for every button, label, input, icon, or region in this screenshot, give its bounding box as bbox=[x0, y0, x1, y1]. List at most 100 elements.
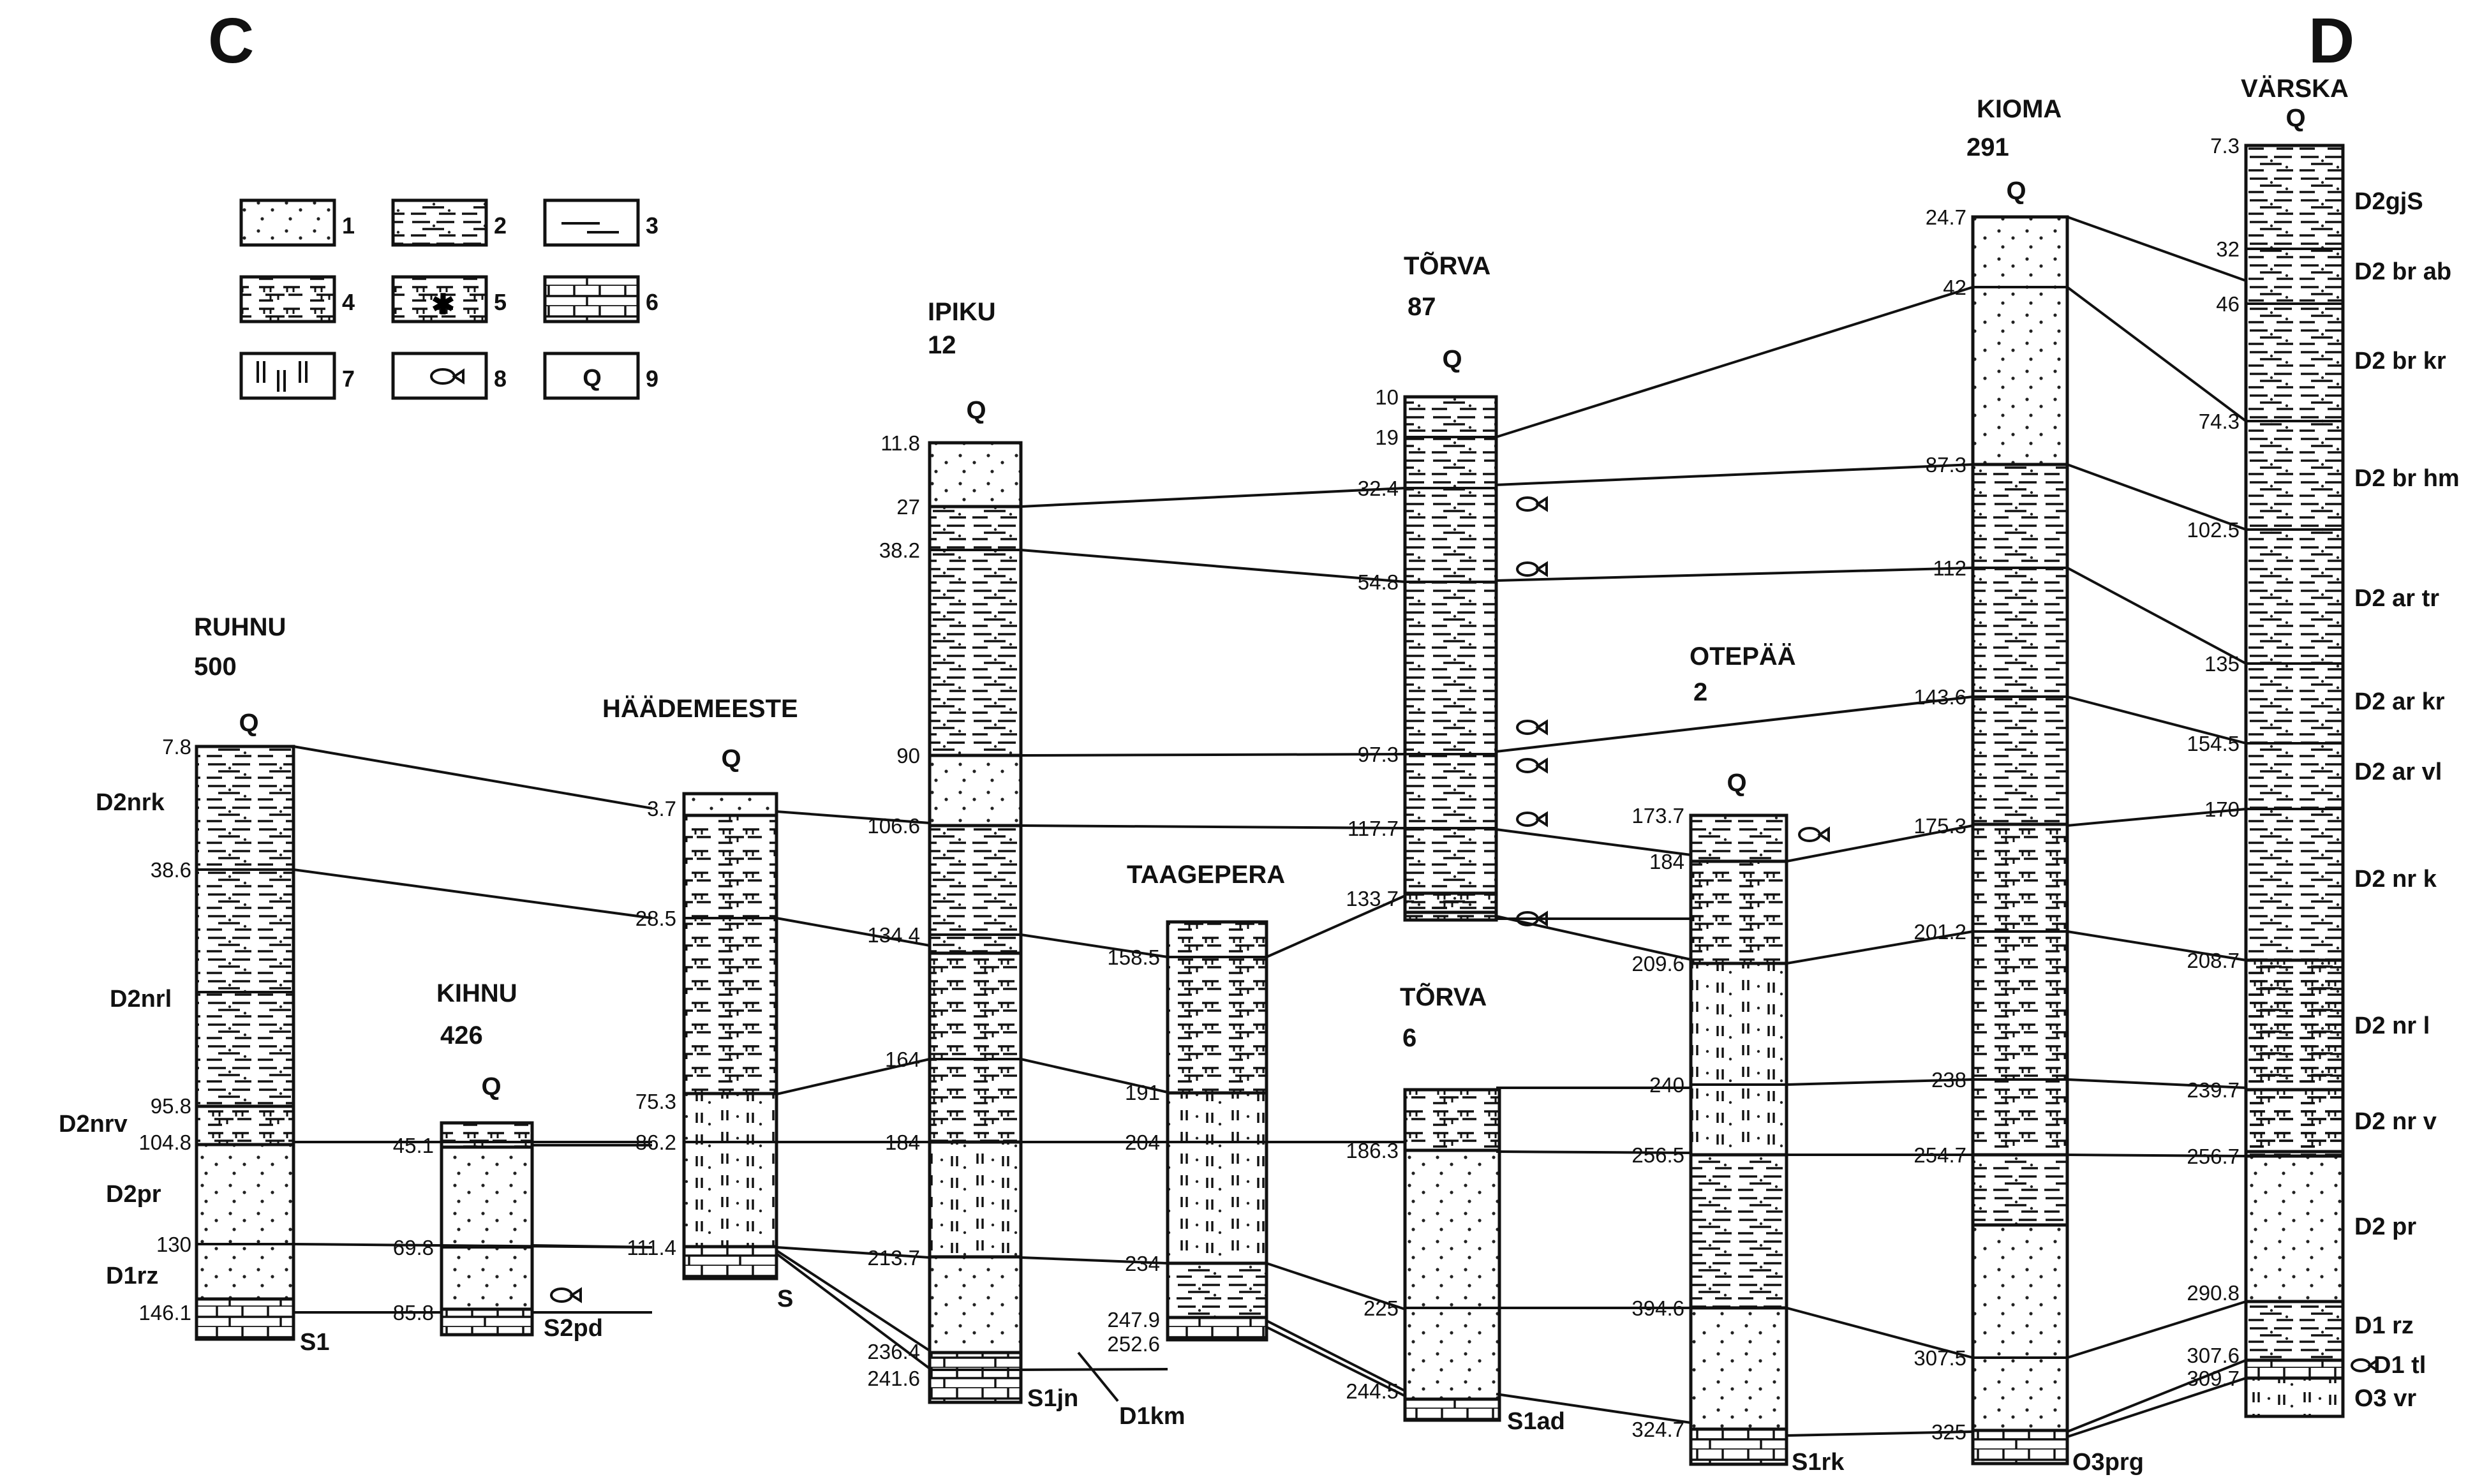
svg-text:254.7: 254.7 bbox=[1914, 1143, 1966, 1167]
svg-text:2: 2 bbox=[494, 212, 507, 239]
svg-text:154.5: 154.5 bbox=[2187, 732, 2240, 755]
svg-text:158.5: 158.5 bbox=[1107, 946, 1160, 969]
svg-text:12: 12 bbox=[928, 331, 956, 359]
column-ruhnu: RUHNU 500 Q 7.8 38.6 95.8 104.8 130 146.… bbox=[59, 613, 329, 1356]
svg-text:D1 tl: D1 tl bbox=[2374, 1352, 2426, 1379]
svg-text:117.7: 117.7 bbox=[1348, 817, 1399, 840]
svg-text:240: 240 bbox=[1649, 1073, 1684, 1097]
svg-text:186.3: 186.3 bbox=[1346, 1139, 1399, 1162]
column-haademeeste: HÄÄDEMEESTE Q 3.7 28.5 75.3 86.2 111.4 S bbox=[602, 695, 798, 1312]
svg-text:S: S bbox=[777, 1286, 793, 1312]
column-torva-6: TÕRVA 6 186.3 225 244.5 S1ad bbox=[1346, 982, 1564, 1435]
svg-text:OTEPÄÄ: OTEPÄÄ bbox=[1690, 642, 1796, 671]
svg-text:500: 500 bbox=[194, 653, 237, 681]
svg-text:175.3: 175.3 bbox=[1914, 814, 1966, 838]
svg-text:8: 8 bbox=[494, 366, 507, 392]
svg-text:69.8: 69.8 bbox=[393, 1236, 434, 1259]
svg-text:D1 rz: D1 rz bbox=[2354, 1312, 2414, 1339]
svg-text:111.4: 111.4 bbox=[627, 1236, 676, 1259]
svg-text:27: 27 bbox=[896, 495, 920, 519]
svg-text:234: 234 bbox=[1125, 1252, 1160, 1275]
svg-text:HÄÄDEMEESTE: HÄÄDEMEESTE bbox=[602, 695, 798, 723]
svg-text:45.1: 45.1 bbox=[393, 1134, 434, 1157]
svg-text:KIOMA: KIOMA bbox=[1977, 95, 2062, 123]
svg-text:Q: Q bbox=[2006, 177, 2026, 205]
svg-text:252.6: 252.6 bbox=[1107, 1332, 1160, 1356]
svg-text:184: 184 bbox=[1649, 850, 1684, 873]
svg-text:1: 1 bbox=[342, 212, 355, 239]
svg-text:O3prg: O3prg bbox=[2072, 1449, 2144, 1476]
svg-text:54.8: 54.8 bbox=[1358, 570, 1399, 594]
svg-text:4: 4 bbox=[342, 289, 355, 315]
svg-text:87.3: 87.3 bbox=[1926, 453, 1966, 477]
svg-text:Q: Q bbox=[2285, 104, 2305, 132]
svg-text:Q: Q bbox=[1442, 345, 1462, 373]
svg-text:46: 46 bbox=[2216, 292, 2240, 316]
svg-text:D2 ar kr: D2 ar kr bbox=[2354, 688, 2445, 715]
column-otepaa: OTEPÄÄ 2 Q 173.7 184 209.6 240 256.5 394… bbox=[1631, 642, 1796, 1466]
svg-text:S1jn: S1jn bbox=[1027, 1385, 1078, 1412]
svg-text:239.7: 239.7 bbox=[2187, 1078, 2240, 1102]
svg-text:Q: Q bbox=[239, 709, 258, 737]
svg-text:256.5: 256.5 bbox=[1631, 1143, 1684, 1167]
svg-text:135: 135 bbox=[2204, 652, 2240, 676]
column-kioma: KIOMA 291 Q 24.7 42 87.3 112 143.6 175.3… bbox=[1792, 95, 2144, 1476]
svg-text:42: 42 bbox=[1943, 276, 1966, 299]
svg-text:236.4: 236.4 bbox=[867, 1340, 920, 1363]
svg-text:85.8: 85.8 bbox=[393, 1301, 434, 1324]
svg-text:309.7: 309.7 bbox=[2187, 1367, 2240, 1390]
column-ipiku: IPIKU 12 Q 11.8 27 38.2 90 106.6 134.4 1… bbox=[867, 298, 1185, 1430]
svg-text:9: 9 bbox=[646, 366, 658, 392]
svg-text:5: 5 bbox=[494, 289, 507, 315]
column-torva-87: TÕRVA 87 Q 10 19 32.4 54.8 97.3 117.7 13… bbox=[1346, 251, 1498, 922]
svg-text:6: 6 bbox=[1402, 1024, 1416, 1052]
svg-text:208.7: 208.7 bbox=[2187, 949, 2240, 972]
svg-text:291: 291 bbox=[1966, 133, 2009, 161]
svg-text:TÕRVA: TÕRVA bbox=[1404, 251, 1490, 280]
svg-text:D2 ar vl: D2 ar vl bbox=[2354, 759, 2442, 785]
svg-text:D2 pr: D2 pr bbox=[2354, 1213, 2416, 1240]
svg-text:184: 184 bbox=[885, 1131, 920, 1154]
legend: ✱ Q 1 2 3 4 5 6 7 8 9 bbox=[239, 198, 658, 400]
svg-text:RUHNU: RUHNU bbox=[194, 613, 286, 641]
svg-text:247.9: 247.9 bbox=[1107, 1308, 1160, 1332]
correlation-lines bbox=[293, 216, 2247, 1438]
svg-text:146.1: 146.1 bbox=[138, 1301, 191, 1324]
svg-text:209.6: 209.6 bbox=[1631, 952, 1684, 976]
svg-text:241.6: 241.6 bbox=[867, 1367, 920, 1390]
svg-text:32.4: 32.4 bbox=[1358, 477, 1399, 500]
svg-text:426: 426 bbox=[440, 1021, 483, 1050]
svg-text:204: 204 bbox=[1125, 1131, 1160, 1154]
svg-text:TÕRVA: TÕRVA bbox=[1400, 982, 1487, 1011]
svg-text:213.7: 213.7 bbox=[867, 1246, 920, 1270]
svg-text:D1km: D1km bbox=[1119, 1403, 1185, 1430]
svg-text:Q: Q bbox=[1727, 769, 1746, 797]
svg-text:112: 112 bbox=[1933, 556, 1966, 580]
svg-text:10: 10 bbox=[1375, 385, 1399, 409]
svg-text:D2 br kr: D2 br kr bbox=[2354, 348, 2446, 375]
svg-text:3: 3 bbox=[646, 212, 658, 239]
svg-text:164: 164 bbox=[885, 1048, 920, 1071]
svg-text:S2pd: S2pd bbox=[544, 1315, 603, 1342]
svg-text:3.7: 3.7 bbox=[647, 797, 676, 820]
svg-text:D2nrv: D2nrv bbox=[59, 1111, 128, 1138]
fish-fossil-icons bbox=[550, 496, 2379, 1373]
svg-text:256.7: 256.7 bbox=[2187, 1145, 2240, 1168]
svg-text:✱: ✱ bbox=[431, 289, 455, 320]
svg-text:325: 325 bbox=[1931, 1420, 1966, 1444]
svg-text:307.6: 307.6 bbox=[2187, 1344, 2240, 1367]
svg-text:S1rk: S1rk bbox=[1792, 1449, 1845, 1476]
svg-text:28.5: 28.5 bbox=[635, 907, 676, 930]
svg-text:24.7: 24.7 bbox=[1926, 205, 1966, 229]
svg-text:201.2: 201.2 bbox=[1914, 920, 1966, 944]
svg-text:104.8: 104.8 bbox=[138, 1131, 191, 1154]
svg-text:74.3: 74.3 bbox=[2199, 410, 2240, 433]
svg-text:Q: Q bbox=[721, 745, 741, 773]
svg-text:Q: Q bbox=[966, 396, 986, 424]
svg-text:290.8: 290.8 bbox=[2187, 1281, 2240, 1305]
svg-text:D2nrl: D2nrl bbox=[110, 986, 172, 1013]
svg-text:KIHNU: KIHNU bbox=[436, 979, 517, 1007]
svg-text:97.3: 97.3 bbox=[1358, 743, 1399, 766]
svg-text:143.6: 143.6 bbox=[1914, 685, 1966, 709]
